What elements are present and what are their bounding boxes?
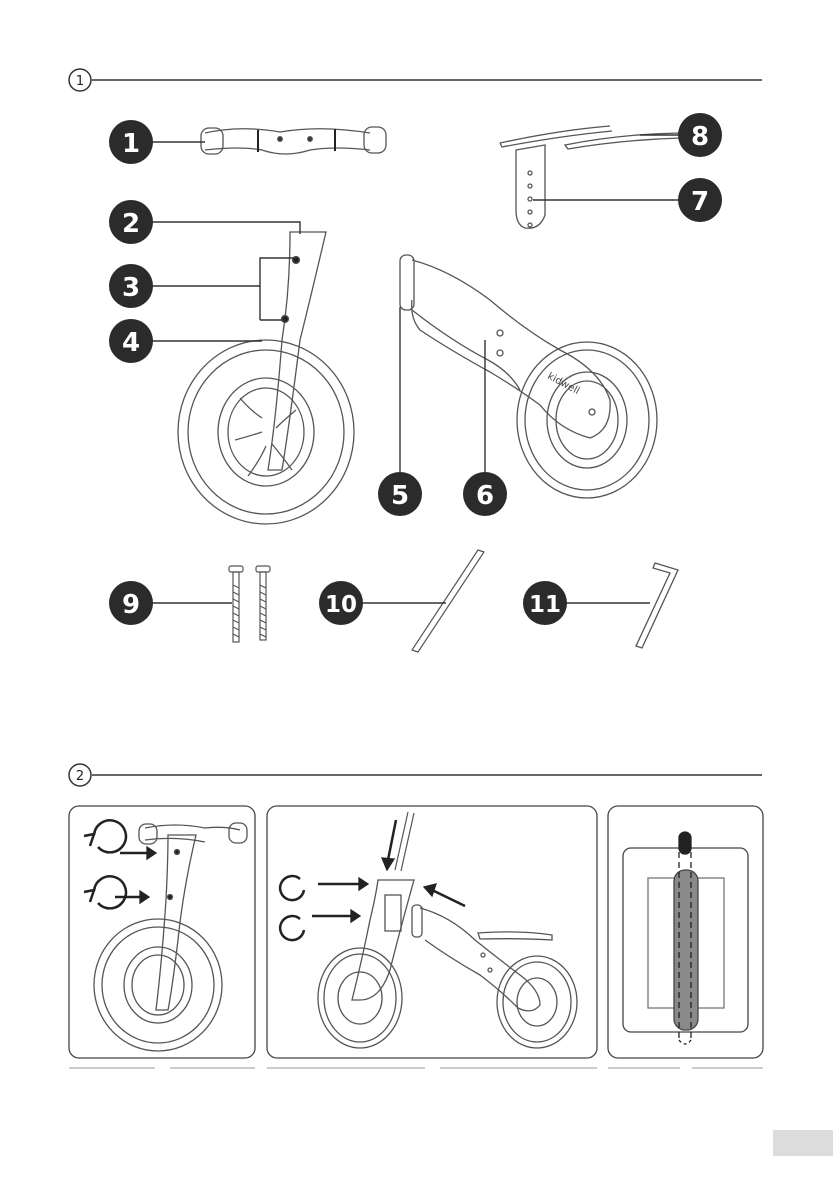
- panel-c: [608, 806, 763, 1068]
- allen-key-drawing: [636, 563, 678, 648]
- frame-drawing: kidwell: [400, 255, 657, 498]
- part-badge-10: 10: [319, 581, 363, 625]
- svg-text:6: 6: [476, 481, 494, 511]
- part-badge-11: 11: [523, 581, 567, 625]
- svg-text:3: 3: [122, 273, 140, 303]
- svg-text:8: 8: [691, 122, 709, 152]
- step-2-number: 2: [76, 769, 84, 784]
- svg-text:2: 2: [122, 209, 140, 239]
- step-1-marker: 1: [69, 69, 91, 91]
- part-badge-2: 2: [109, 200, 153, 244]
- panel-a: [69, 806, 255, 1068]
- part-badge-7: 7: [678, 178, 722, 222]
- step-2-marker: 2: [69, 764, 91, 786]
- page-number-box: [773, 1130, 833, 1156]
- seat-drawing: [500, 126, 680, 228]
- step-1-number: 1: [76, 74, 84, 89]
- step-2-header: 2: [69, 764, 762, 786]
- leader-lines: [152, 135, 680, 603]
- svg-text:1: 1: [122, 129, 140, 159]
- svg-text:4: 4: [122, 328, 140, 358]
- rod-drawing: [412, 550, 484, 652]
- part-badge-1: 1: [109, 120, 153, 164]
- handlebar-drawing: [201, 127, 386, 154]
- part-badge-8: 8: [678, 113, 722, 157]
- panel-b: [267, 806, 597, 1068]
- svg-text:5: 5: [391, 481, 409, 511]
- svg-text:9: 9: [122, 590, 140, 620]
- part-badge-4: 4: [109, 319, 153, 363]
- part-badge-6: 6: [463, 472, 507, 516]
- part-badge-5: 5: [378, 472, 422, 516]
- bolts-drawing: [229, 566, 270, 642]
- step-1-header: 1: [69, 69, 762, 91]
- svg-text:7: 7: [691, 187, 709, 217]
- svg-text:10: 10: [325, 592, 357, 618]
- front-wheel-drawing: [178, 232, 354, 524]
- part-badge-3: 3: [109, 264, 153, 308]
- part-badge-9: 9: [109, 581, 153, 625]
- brand-text: kidwell: [545, 371, 581, 397]
- svg-text:11: 11: [529, 592, 561, 618]
